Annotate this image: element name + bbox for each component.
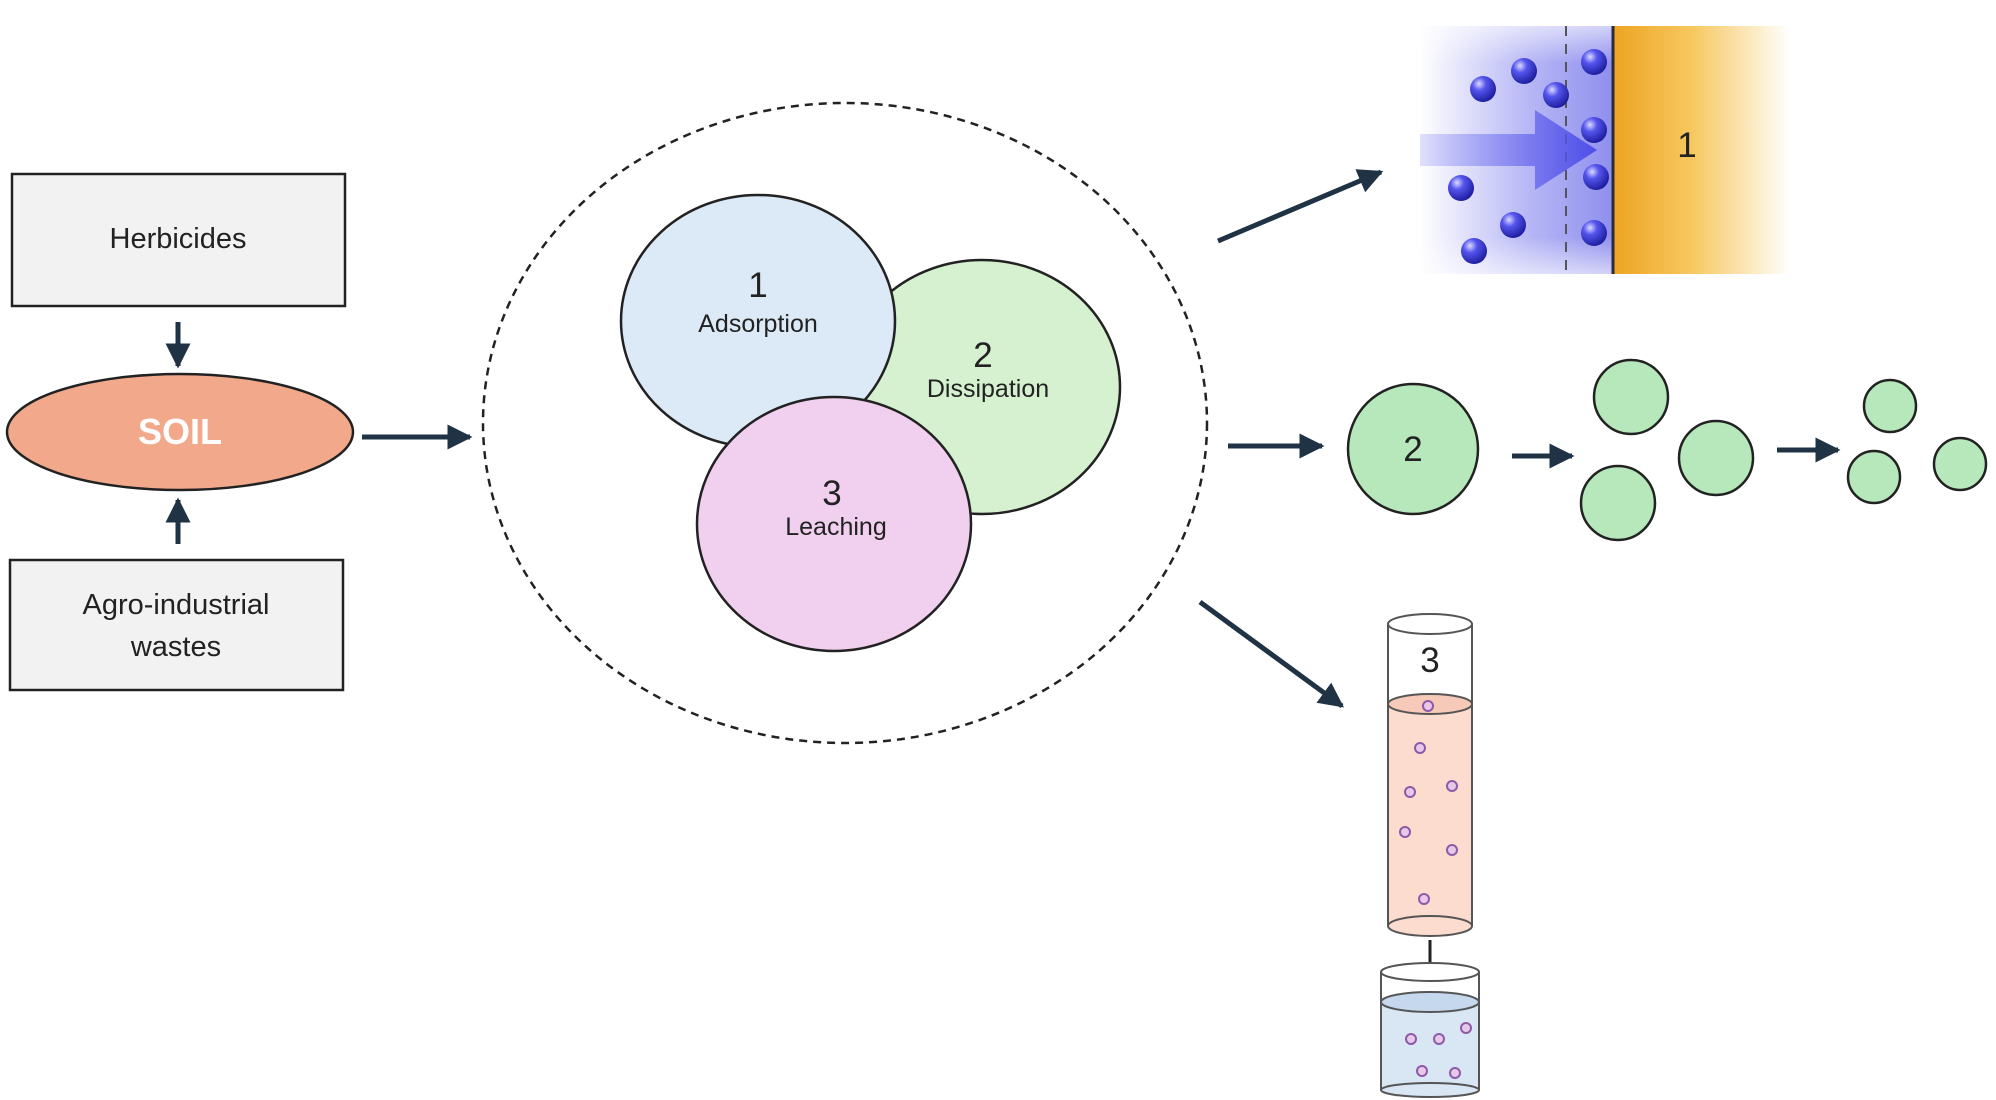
dot: [1433, 1033, 1445, 1045]
leachate-herbicide-dots: [1405, 1022, 1472, 1079]
dot: [1422, 700, 1434, 712]
molecule: [1500, 212, 1526, 238]
arrow-to-leaching-panel: [1198, 599, 1345, 709]
wastes-label-line2: wastes: [130, 631, 221, 663]
molecule: [1581, 117, 1607, 143]
dot: [1418, 893, 1430, 905]
soil-column-fill-bottom: [1387, 915, 1473, 937]
dissipation-panel-number: 2: [1403, 430, 1422, 469]
dot: [1449, 1067, 1461, 1079]
fragment-circle: [1677, 419, 1755, 497]
dot: [1404, 786, 1416, 798]
adsorption-number: 1: [748, 266, 767, 305]
leaching-circle: [695, 395, 973, 653]
fragment-circle: [1592, 358, 1670, 436]
beaker-liquid-top: [1380, 991, 1480, 1013]
leaching-panel-number: 3: [1420, 641, 1439, 680]
column-herbicide-dots: [1399, 700, 1458, 905]
molecule: [1581, 220, 1607, 246]
dot: [1460, 1022, 1472, 1034]
dissipation-panel: 2: [1346, 358, 1988, 542]
metabolite-circle: [1846, 449, 1902, 505]
wastes-label-line1: Agro-industrial: [83, 589, 270, 621]
dot: [1414, 742, 1426, 754]
molecule: [1581, 49, 1607, 75]
dot: [1446, 780, 1458, 792]
dissipation-number: 2: [973, 336, 992, 375]
beaker-liquid: [1381, 1002, 1479, 1090]
leaching-label: Leaching: [785, 513, 886, 541]
fragment-circle: [1579, 464, 1657, 542]
molecule: [1511, 58, 1537, 84]
dot: [1405, 1033, 1417, 1045]
molecule: [1448, 175, 1474, 201]
column-rim: [1387, 613, 1473, 635]
soil-label: SOIL: [138, 411, 222, 452]
processes-dashed-circle: [481, 101, 1209, 745]
herbicides-box: [10, 172, 347, 308]
leaching-number: 3: [822, 474, 841, 513]
metabolite-circle: [1862, 378, 1918, 434]
molecule: [1470, 76, 1496, 102]
metabolite-circle: [1932, 436, 1988, 492]
dot: [1446, 844, 1458, 856]
beaker-bottom: [1380, 1082, 1480, 1098]
dot: [1416, 1065, 1428, 1077]
molecule: [1583, 164, 1609, 190]
dissipation-label: Dissipation: [927, 375, 1049, 403]
diffusion-arrow-icon: [1420, 110, 1597, 190]
beaker-rim: [1380, 962, 1480, 982]
soil-column-fill: [1388, 704, 1472, 926]
herbicide-molecules: [1448, 49, 1609, 264]
adsorption-panel: 1: [1420, 26, 1790, 274]
molecule: [1461, 238, 1487, 264]
molecule: [1543, 82, 1569, 108]
agro-industrial-wastes-box: [8, 558, 345, 692]
adsorbent-surface: [1613, 26, 1790, 274]
soil-ellipse: [5, 372, 355, 492]
herbicides-label: Herbicides: [110, 223, 247, 255]
arrow-to-adsorption-panel: [1217, 169, 1384, 244]
leaching-panel: 3: [1380, 613, 1480, 1098]
adsorption-panel-number: 1: [1677, 126, 1696, 165]
parent-compound-circle: [1346, 382, 1480, 516]
dot: [1399, 826, 1411, 838]
adsorption-label: Adsorption: [698, 310, 818, 338]
